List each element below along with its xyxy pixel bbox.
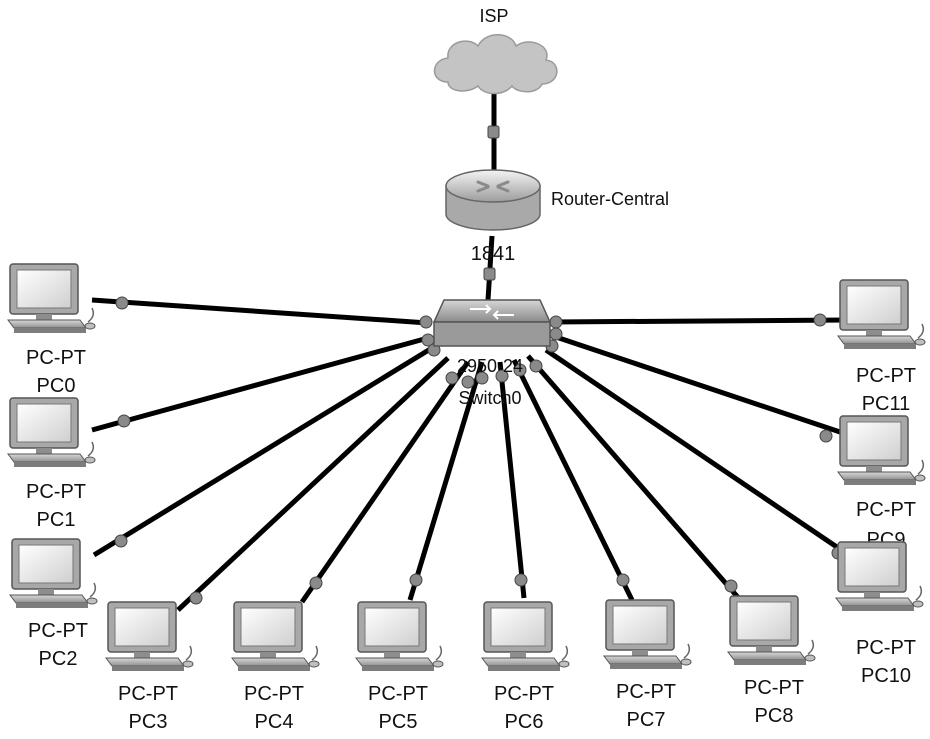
computer-icon <box>727 595 816 666</box>
pc-name-label: PC8 <box>755 705 794 727</box>
port-pc4-switch <box>461 375 475 389</box>
pc-name-label: PC4 <box>255 711 294 733</box>
pc-node-pc1[interactable]: PC-PT PC1 <box>7 397 96 531</box>
pc-name-label: PC10 <box>861 665 911 687</box>
pc-name-label: PC11 <box>862 393 911 415</box>
port-pc4-end <box>309 576 323 590</box>
port-pc8-end <box>724 579 738 593</box>
port-router-switch <box>483 267 496 281</box>
port-pc2-end <box>114 534 128 548</box>
switch-node[interactable]: 2950-24 Switch0 <box>432 299 552 408</box>
port-pc6-switch <box>495 369 509 383</box>
link-pc10 <box>544 347 858 563</box>
pc-name-label: PC7 <box>627 709 666 731</box>
computer-icon <box>837 415 926 486</box>
link-pc9 <box>549 332 853 439</box>
pc-node-pc3[interactable]: PC-PT PC3 <box>105 601 194 733</box>
pc-type-label: PC-PT <box>616 681 676 703</box>
link-pc11 <box>551 317 849 325</box>
pc-type-label: PC-PT <box>28 620 88 642</box>
pc-node-pc5[interactable]: PC-PT PC5 <box>355 601 444 733</box>
links <box>91 90 858 612</box>
pc-name-label: PC6 <box>505 711 544 733</box>
port-pc9-switch <box>549 327 563 341</box>
computer-icon <box>105 601 194 672</box>
computer-icon <box>9 538 98 609</box>
pc-type-label: PC-PT <box>118 683 178 705</box>
link-pc3 <box>176 356 450 612</box>
pc-node-pc7[interactable]: PC-PT PC7 <box>603 599 692 731</box>
port-pc7-end <box>616 573 630 587</box>
pc-node-pc4[interactable]: PC-PT PC4 <box>231 601 320 733</box>
pc-type-label: PC-PT <box>368 683 428 705</box>
pc-type-label: PC-PT <box>26 481 86 503</box>
pc-node-pc8[interactable]: PC-PT PC8 <box>727 595 816 727</box>
port-pc9-end <box>819 429 833 443</box>
port-pc3-switch <box>445 371 459 385</box>
port-indicators <box>114 125 845 605</box>
pc-node-pc11[interactable]: PC-PT PC11 <box>837 279 926 415</box>
link-pc5 <box>407 361 485 601</box>
port-pc6-end <box>514 573 528 587</box>
port-pc8-switch <box>529 359 543 373</box>
port-pc3-end <box>189 591 203 605</box>
port-pc7-switch <box>513 363 527 377</box>
port-pc5-end <box>409 573 423 587</box>
port-pc11-switch <box>549 315 563 329</box>
switch-model: 2950-24 <box>457 356 523 376</box>
isp-node[interactable]: ISP <box>433 6 558 95</box>
link-pc8 <box>526 354 744 604</box>
switch-icon <box>432 299 552 347</box>
pc-node-pc6[interactable]: PC-PT PC6 <box>481 601 570 733</box>
port-pc11-end <box>813 313 827 327</box>
pc-type-label: PC-PT <box>26 347 86 369</box>
pc-name-label: PC1 <box>37 509 76 531</box>
pc-type-label: PC-PT <box>856 499 916 521</box>
port-pc0-switch <box>419 315 433 329</box>
isp-label: ISP <box>479 6 508 26</box>
pc-node-pc10[interactable]: PC-PT PC10 <box>835 541 924 687</box>
pc-name-label: PC2 <box>39 648 78 670</box>
computer-icon <box>355 601 444 672</box>
pc-name-label: PC3 <box>129 711 168 733</box>
port-isp-router <box>487 125 500 139</box>
link-pc7 <box>511 358 635 602</box>
computer-icon <box>835 541 924 612</box>
pc-node-pc2[interactable]: PC-PT PC2 <box>9 538 98 670</box>
pc-name-label: PC0 <box>37 375 76 397</box>
computer-icon <box>837 279 926 350</box>
link-pc6 <box>497 361 527 599</box>
computer-icon <box>7 263 96 334</box>
pc-type-label: PC-PT <box>494 683 554 705</box>
link-pc2 <box>92 345 434 558</box>
port-pc0-end <box>115 296 129 310</box>
router-node[interactable]: Router-Central 1841 <box>445 169 669 265</box>
router-icon <box>445 169 541 231</box>
router-name: Router-Central <box>551 189 669 209</box>
pc-node-pc9[interactable]: PC-PT PC9 <box>837 415 926 551</box>
pc-type-label: PC-PT <box>744 677 804 699</box>
computer-icon <box>481 601 570 672</box>
port-pc5-switch <box>475 371 489 385</box>
pc-node-pc0[interactable]: PC-PT PC0 <box>7 263 96 397</box>
cloud-icon <box>433 34 558 95</box>
pc-type-label: PC-PT <box>856 637 916 659</box>
pc-type-label: PC-PT <box>856 365 916 387</box>
computer-icon <box>7 397 96 468</box>
link-pc4 <box>299 360 471 604</box>
link-pc0 <box>91 297 429 326</box>
port-pc1-end <box>117 414 131 428</box>
pc-type-label: PC-PT <box>244 683 304 705</box>
link-pc1 <box>91 335 429 433</box>
pc-name-label: PC5 <box>379 711 418 733</box>
router-model: 1841 <box>471 243 516 265</box>
computer-icon <box>231 601 320 672</box>
computer-icon <box>603 599 692 670</box>
switch-name: Switch0 <box>458 388 521 408</box>
